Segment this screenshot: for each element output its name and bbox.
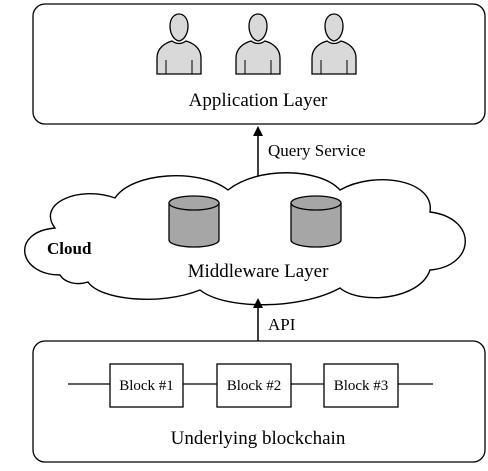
arrow-head-icon bbox=[253, 126, 263, 136]
api-arrow: API bbox=[253, 298, 296, 341]
query-service-arrow: Query Service bbox=[253, 126, 366, 176]
block-label: Block #3 bbox=[334, 378, 389, 394]
query-service-label: Query Service bbox=[268, 141, 366, 160]
application-layer-label: Application Layer bbox=[189, 90, 328, 111]
database-icon bbox=[168, 195, 220, 248]
blockchain-layer: Block #1 Block #2 Block #3 Underlying bl… bbox=[32, 340, 486, 463]
block: Block #1 bbox=[109, 363, 184, 408]
middleware-layer-label: Middleware Layer bbox=[188, 261, 330, 282]
user-icon bbox=[156, 13, 202, 75]
cloud-tag: Cloud bbox=[47, 239, 92, 258]
api-label: API bbox=[268, 315, 296, 334]
application-layer: Application Layer bbox=[32, 3, 486, 125]
user-icon bbox=[235, 13, 281, 75]
database-icon bbox=[290, 195, 342, 248]
cloud-shape bbox=[24, 172, 466, 306]
middleware-cloud: Cloud Middleware Layer bbox=[24, 172, 466, 306]
blockchain-layer-label: Underlying blockchain bbox=[171, 428, 346, 449]
arrow-head-icon bbox=[253, 298, 263, 308]
block: Block #2 bbox=[216, 363, 292, 408]
block-label: Block #2 bbox=[227, 378, 282, 394]
block-label: Block #1 bbox=[119, 378, 174, 394]
user-icon bbox=[311, 13, 357, 75]
block: Block #3 bbox=[323, 363, 399, 408]
